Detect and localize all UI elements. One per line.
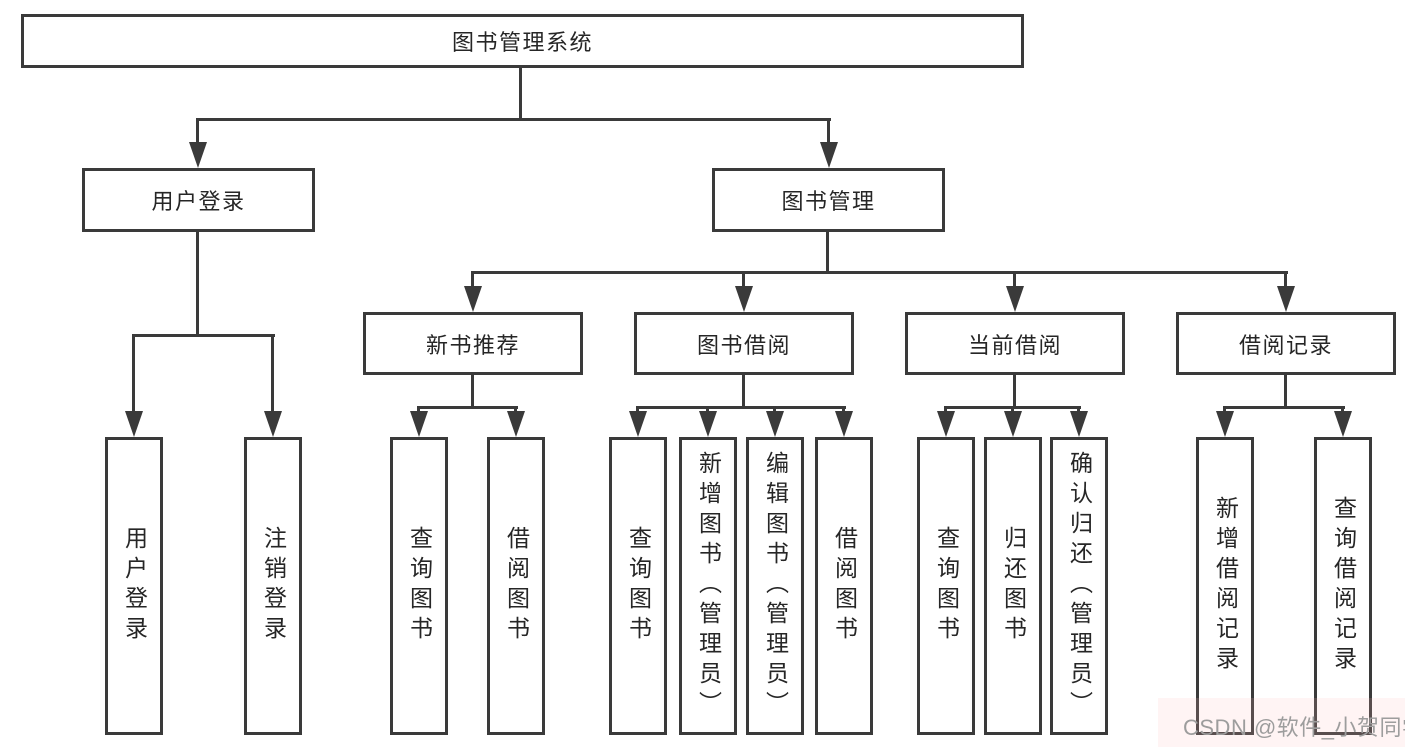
node-records-query-record: 查询借阅记录 xyxy=(1314,437,1372,735)
node-borrow-edit-books-admin: 编辑图书（管理员） xyxy=(746,437,804,735)
leaf-label: 编辑图书（管理员） xyxy=(762,451,789,721)
node-user-login-leaf: 用户登录 xyxy=(105,437,163,735)
node-records-add-record: 新增借阅记录 xyxy=(1196,437,1254,735)
arrow-down-icon xyxy=(835,411,853,437)
arrow-down-icon xyxy=(410,411,428,437)
node-book-borrowing: 图书借阅 xyxy=(634,312,854,375)
node-current-query-books: 查询图书 xyxy=(917,437,975,735)
leaf-label: 新增借阅记录 xyxy=(1212,496,1239,676)
connector-user-login-stem xyxy=(196,232,199,337)
arrow-down-icon xyxy=(735,286,753,312)
arrow-down-icon xyxy=(766,411,784,437)
leaf-label: 查询图书 xyxy=(933,526,960,646)
connector-root-stem xyxy=(519,68,522,121)
connector-records-stem xyxy=(1284,375,1287,408)
arrow-down-icon xyxy=(507,411,525,437)
node-recommend-borrow-books: 借阅图书 xyxy=(487,437,545,735)
arrow-down-icon xyxy=(820,142,838,168)
arrow-down-icon xyxy=(1070,411,1088,437)
node-book-management: 图书管理 xyxy=(712,168,945,232)
arrow-down-icon xyxy=(629,411,647,437)
connector-drop-book-borrow xyxy=(742,274,745,288)
arrow-down-icon xyxy=(1334,411,1352,437)
connector-level3-bar xyxy=(471,271,1288,274)
leaf-label: 注销登录 xyxy=(260,526,287,646)
connector-book-borrow-bar xyxy=(636,406,846,409)
node-recommend-query-books: 查询图书 xyxy=(390,437,448,735)
connector-new-book-bar xyxy=(417,406,518,409)
leaf-label: 新增图书（管理员） xyxy=(695,451,722,721)
arrow-down-icon xyxy=(189,142,207,168)
node-borrow-borrow-books: 借阅图书 xyxy=(815,437,873,735)
arrow-down-icon xyxy=(937,411,955,437)
node-current-confirm-return-admin: 确认归还（管理员） xyxy=(1050,437,1108,735)
node-new-book-recommend: 新书推荐 xyxy=(363,312,583,375)
arrow-down-icon xyxy=(125,411,143,437)
connector-drop-login xyxy=(132,337,135,413)
connector-drop-logout xyxy=(271,337,274,413)
connector-book-mgmt-stem xyxy=(826,232,829,273)
node-library-management-system: 图书管理系统 xyxy=(21,14,1024,68)
node-current-borrowing: 当前借阅 xyxy=(905,312,1125,375)
connector-records-bar xyxy=(1223,406,1345,409)
connector-current-borrow-stem xyxy=(1013,375,1016,408)
arrow-down-icon xyxy=(1006,286,1024,312)
arrow-down-icon xyxy=(699,411,717,437)
watermark-tint xyxy=(1158,698,1405,747)
connector-current-borrow-bar xyxy=(944,406,1081,409)
arrow-down-icon xyxy=(264,411,282,437)
leaf-label: 借阅图书 xyxy=(831,526,858,646)
connector-drop-current-borrow xyxy=(1013,274,1016,288)
leaf-label: 查询图书 xyxy=(406,526,433,646)
arrow-down-icon xyxy=(1004,411,1022,437)
node-borrow-query-books: 查询图书 xyxy=(609,437,667,735)
leaf-label: 归还图书 xyxy=(1000,526,1027,646)
leaf-label: 查询借阅记录 xyxy=(1330,496,1357,676)
arrow-down-icon xyxy=(1216,411,1234,437)
node-current-return-books: 归还图书 xyxy=(984,437,1042,735)
arrow-down-icon xyxy=(464,286,482,312)
node-logout: 注销登录 xyxy=(244,437,302,735)
connector-drop-new-book xyxy=(471,274,474,288)
connector-user-login-bar xyxy=(132,334,275,337)
connector-new-book-stem xyxy=(471,375,474,408)
connector-drop-book-management xyxy=(827,121,830,145)
connector-book-borrow-stem xyxy=(742,375,745,408)
csdn-watermark: CSDN @软件_小贺同学 xyxy=(1183,715,1405,740)
leaf-label: 确认归还（管理员） xyxy=(1066,451,1093,721)
arrow-down-icon xyxy=(1277,286,1295,312)
connector-level2-bar xyxy=(196,118,831,121)
leaf-label: 查询图书 xyxy=(625,526,652,646)
connector-drop-borrow-records xyxy=(1284,274,1287,288)
connector-drop-user-login xyxy=(196,121,199,145)
node-user-login: 用户登录 xyxy=(82,168,315,232)
node-borrow-add-books-admin: 新增图书（管理员） xyxy=(679,437,737,735)
node-borrow-records: 借阅记录 xyxy=(1176,312,1396,375)
leaf-label: 用户登录 xyxy=(121,526,148,646)
leaf-label: 借阅图书 xyxy=(503,526,530,646)
